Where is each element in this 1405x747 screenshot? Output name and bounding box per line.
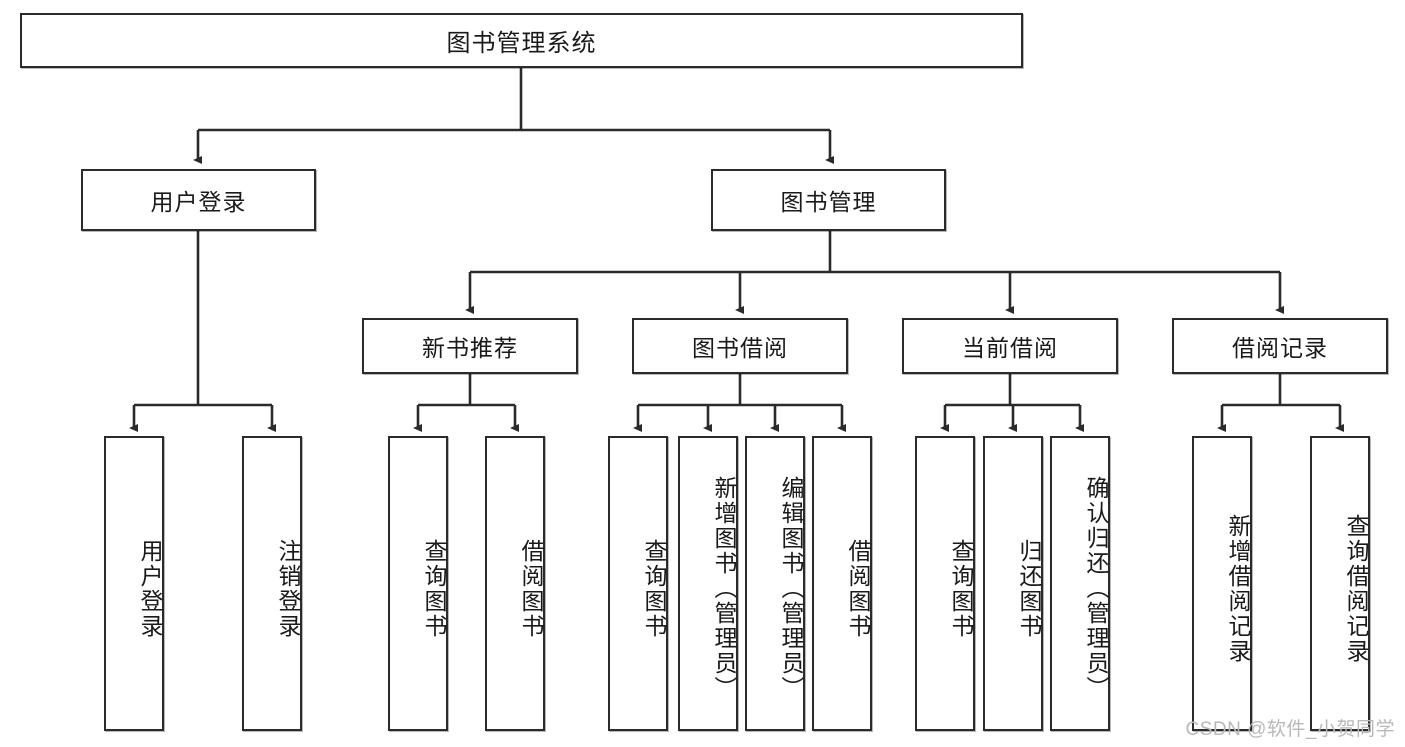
node-leaf-borrow-book-label: 借阅图书 xyxy=(845,538,871,639)
node-user-login[interactable]: 用户登录 xyxy=(81,169,316,231)
node-book-borrow-label: 图书借阅 xyxy=(692,335,788,361)
node-leaf-borrow-book-rec[interactable]: 借阅图书 xyxy=(485,436,545,731)
node-leaf-user-login-label: 用户登录 xyxy=(137,538,163,639)
node-leaf-query-borrow-record-label: 查询借阅记录 xyxy=(1343,513,1369,664)
node-borrow-record[interactable]: 借阅记录 xyxy=(1172,318,1388,374)
node-leaf-borrow-book-rec-label: 借阅图书 xyxy=(518,538,544,639)
node-new-book-recommend[interactable]: 新书推荐 xyxy=(362,318,578,374)
node-borrow-record-label: 借阅记录 xyxy=(1232,335,1328,361)
node-leaf-edit-book-admin-label: 编辑图书（管理员） xyxy=(778,476,804,701)
node-leaf-query-book-borrow-label: 查询图书 xyxy=(641,538,667,639)
node-leaf-query-book-rec-label: 查询图书 xyxy=(421,538,447,639)
node-leaf-return-book[interactable]: 归还图书 xyxy=(983,436,1043,731)
node-current-borrow-label: 当前借阅 xyxy=(962,335,1058,361)
node-leaf-borrow-book[interactable]: 借阅图书 xyxy=(812,436,872,731)
watermark-text: CSDN @软件_小贺同学 xyxy=(1185,719,1395,740)
node-new-book-recommend-label: 新书推荐 xyxy=(422,335,518,361)
node-leaf-user-login[interactable]: 用户登录 xyxy=(104,436,164,731)
node-leaf-query-book-cur-label: 查询图书 xyxy=(948,538,974,639)
node-leaf-confirm-return-admin-label: 确认归还（管理员） xyxy=(1083,476,1109,701)
node-leaf-logout[interactable]: 注销登录 xyxy=(242,436,302,731)
node-current-borrow[interactable]: 当前借阅 xyxy=(902,318,1118,374)
node-leaf-add-book-admin[interactable]: 新增图书（管理员） xyxy=(678,436,738,731)
node-leaf-logout-label: 注销登录 xyxy=(275,538,301,639)
node-root[interactable]: 图书管理系统 xyxy=(20,13,1023,68)
node-user-login-label: 用户登录 xyxy=(150,189,247,215)
node-leaf-return-book-label: 归还图书 xyxy=(1016,538,1042,639)
node-leaf-query-book-borrow[interactable]: 查询图书 xyxy=(608,436,668,731)
node-leaf-confirm-return-admin[interactable]: 确认归还（管理员） xyxy=(1050,436,1110,731)
node-book-manage[interactable]: 图书管理 xyxy=(711,169,946,231)
node-book-manage-label: 图书管理 xyxy=(780,189,877,215)
node-leaf-add-borrow-record[interactable]: 新增借阅记录 xyxy=(1192,436,1252,731)
node-leaf-add-borrow-record-label: 新增借阅记录 xyxy=(1225,513,1251,664)
node-leaf-edit-book-admin[interactable]: 编辑图书（管理员） xyxy=(745,436,805,731)
node-leaf-query-borrow-record[interactable]: 查询借阅记录 xyxy=(1310,436,1370,731)
node-book-borrow[interactable]: 图书借阅 xyxy=(632,318,848,374)
node-leaf-query-book-cur[interactable]: 查询图书 xyxy=(915,436,975,731)
node-root-label: 图书管理系统 xyxy=(446,30,597,57)
node-leaf-add-book-admin-label: 新增图书（管理员） xyxy=(711,476,737,701)
node-leaf-query-book-rec[interactable]: 查询图书 xyxy=(388,436,448,731)
